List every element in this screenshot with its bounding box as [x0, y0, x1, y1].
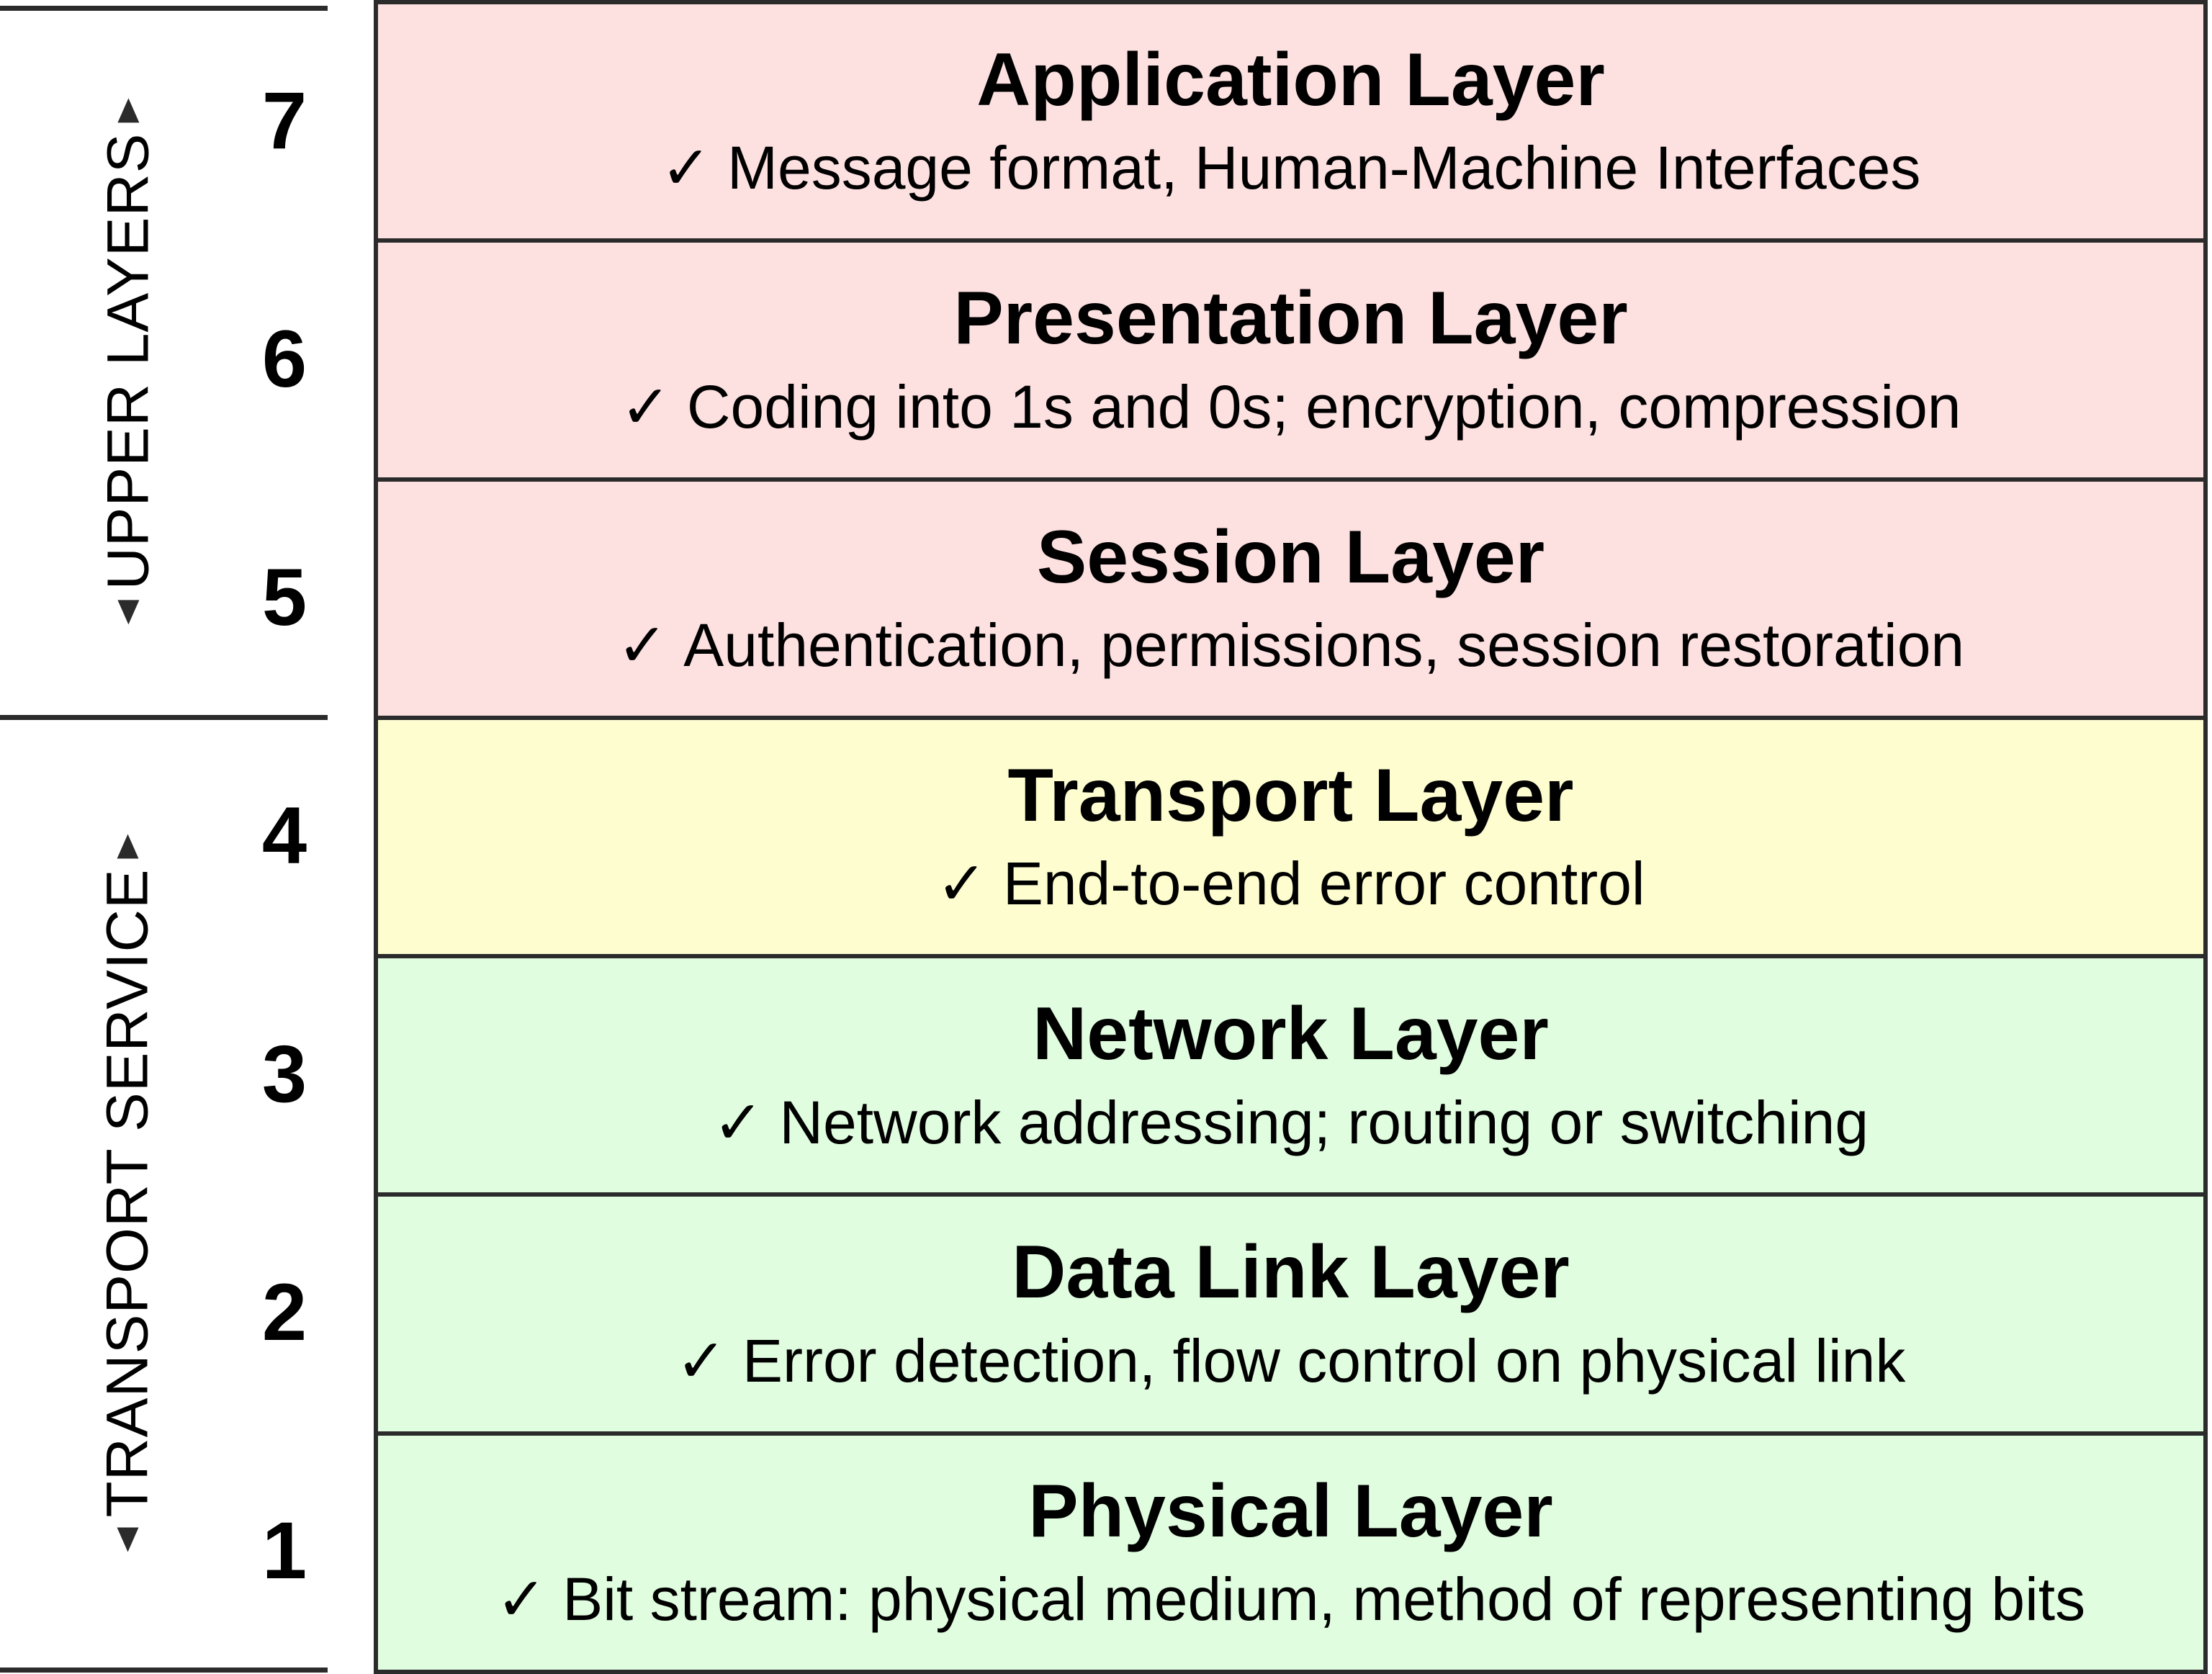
layer-number: 1	[261, 1505, 307, 1596]
layer-description-text: Network addressing; routing or switching	[779, 1088, 1869, 1156]
layer-description: ✓Authentication, permissions, session re…	[617, 609, 1964, 682]
layer-description: ✓Error detection, flow control on physic…	[676, 1325, 1906, 1398]
layer-description: ✓Message format, Human-Machine Interface…	[661, 132, 1921, 204]
layer-data-link: Data Link Layer ✓Error detection, flow c…	[378, 1197, 2203, 1436]
layer-title: Transport Layer	[1007, 753, 1574, 837]
check-icon: ✓	[936, 850, 987, 918]
layer-application: Application Layer ✓Message format, Human…	[378, 4, 2203, 243]
arrow-up-icon	[117, 834, 139, 859]
layer-number: 3	[261, 1028, 307, 1119]
layer-presentation: Presentation Layer ✓Coding into 1s and 0…	[378, 243, 2203, 482]
group-divider-bottom	[0, 1668, 328, 1673]
layer-number: 7	[261, 75, 307, 166]
layer-number: 4	[261, 790, 307, 881]
layer-description: ✓Network addressing; routing or switchin…	[713, 1086, 1869, 1159]
layer-description-text: Authentication, permissions, session res…	[683, 611, 1965, 680]
layer-transport: Transport Layer ✓End-to-end error contro…	[378, 719, 2203, 959]
layer-description-text: Error detection, flow control on physica…	[742, 1326, 1906, 1395]
layer-description-text: Bit stream: physical medium, method of r…	[562, 1565, 2086, 1634]
layer-physical: Physical Layer ✓Bit stream: physical med…	[378, 1435, 2203, 1670]
check-icon: ✓	[675, 1326, 727, 1395]
group-divider-top	[0, 6, 328, 11]
check-icon: ✓	[620, 372, 671, 441]
layer-session: Session Layer ✓Authentication, permissio…	[378, 481, 2203, 720]
layer-description: ✓Bit stream: physical medium, method of …	[496, 1563, 2085, 1636]
group-divider-middle	[0, 715, 328, 720]
group-label-text: TRANSPORT SERVICE	[95, 868, 161, 1518]
group-label-text: UPPER LAYERS	[95, 132, 161, 590]
layer-description-text: Coding into 1s and 0s; encryption, compr…	[686, 372, 1961, 441]
layer-number: 2	[261, 1266, 307, 1357]
layer-description-text: End-to-end error control	[1002, 850, 1645, 918]
check-icon: ✓	[660, 134, 712, 202]
layer-title: Application Layer	[976, 38, 1605, 122]
layer-description-text: Message format, Human-Machine Interfaces	[727, 134, 1921, 202]
check-icon: ✓	[495, 1565, 547, 1634]
layer-title: Physical Layer	[1028, 1469, 1553, 1553]
transport-service-label: TRANSPORT SERVICE	[95, 729, 161, 1657]
layer-title: Session Layer	[1036, 515, 1545, 599]
layer-title: Data Link Layer	[1012, 1230, 1570, 1315]
layer-description: ✓Coding into 1s and 0s; encryption, comp…	[620, 371, 1961, 444]
layer-number: 6	[261, 313, 307, 404]
layer-number: 5	[261, 552, 307, 642]
layer-title: Network Layer	[1033, 992, 1549, 1076]
check-icon: ✓	[616, 611, 668, 680]
layer-description: ✓End-to-end error control	[936, 847, 1645, 920]
layer-title: Presentation Layer	[953, 276, 1628, 361]
layer-network: Network Layer ✓Network addressing; routi…	[378, 958, 2203, 1197]
arrow-down-icon	[117, 599, 139, 624]
arrow-up-icon	[117, 98, 139, 123]
layer-stack: Application Layer ✓Message format, Human…	[374, 0, 2208, 1674]
arrow-down-icon	[117, 1527, 139, 1552]
upper-layers-label: UPPER LAYERS	[95, 17, 161, 705]
check-icon: ✓	[712, 1088, 764, 1156]
